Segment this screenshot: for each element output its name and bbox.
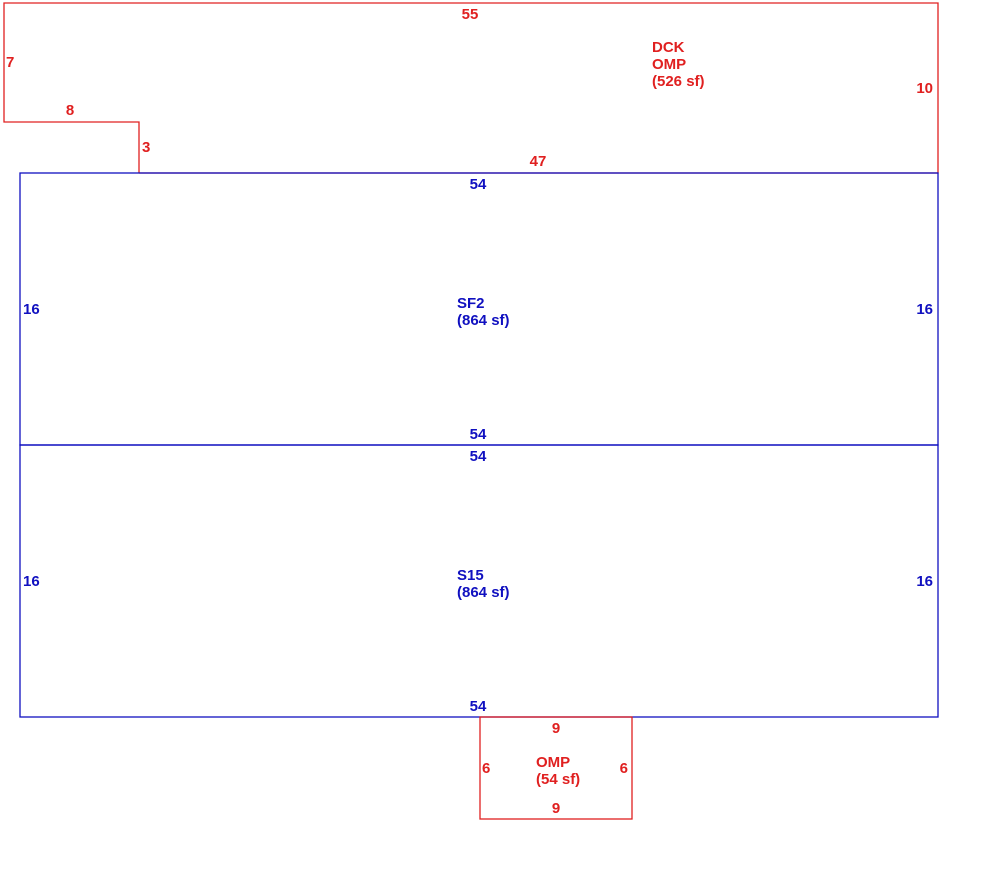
deck-dim-top: 55 bbox=[462, 6, 479, 23]
sf2-label-area: (864 sf) bbox=[457, 312, 510, 329]
omp-dim-left: 6 bbox=[482, 760, 490, 777]
deck-label-subcode: OMP bbox=[652, 56, 686, 73]
deck-dim-step-v: 3 bbox=[142, 139, 150, 156]
s15-label-code: S15 bbox=[457, 567, 484, 584]
omp-dim-right: 6 bbox=[620, 760, 628, 777]
deck-dim-right: 10 bbox=[916, 80, 933, 97]
sf2-label-code: SF2 bbox=[457, 295, 485, 312]
deck-dim-step-h: 8 bbox=[66, 102, 74, 119]
s15-label-area: (864 sf) bbox=[457, 584, 510, 601]
omp-dim-bottom: 9 bbox=[552, 800, 560, 817]
omp-label-area: (54 sf) bbox=[536, 771, 580, 788]
omp-area: 9 6 6 9 OMP (54 sf) bbox=[479, 716, 633, 820]
sf2-dim-top: 54 bbox=[470, 176, 487, 193]
omp-label-code: OMP bbox=[536, 754, 570, 771]
deck-label-area: (526 sf) bbox=[652, 73, 705, 90]
s15-dim-right: 16 bbox=[916, 573, 933, 590]
s15-outline bbox=[19, 444, 939, 718]
omp-outline bbox=[479, 716, 633, 820]
sf2-dim-bottom: 54 bbox=[470, 426, 487, 443]
omp-dim-top: 9 bbox=[552, 720, 560, 737]
sf2-dim-right: 16 bbox=[916, 301, 933, 318]
s15-dim-top: 54 bbox=[470, 448, 487, 465]
sf2-dim-left: 16 bbox=[23, 301, 40, 318]
deck-label-code: DCK bbox=[652, 39, 685, 56]
s15-dim-left: 16 bbox=[23, 573, 40, 590]
s15-area: 54 16 16 54 S15 (864 sf) bbox=[19, 444, 939, 718]
deck-dim-left: 7 bbox=[6, 54, 14, 71]
sf2-area: 54 16 16 54 SF2 (864 sf) bbox=[19, 172, 939, 446]
s15-dim-bottom: 54 bbox=[470, 698, 487, 715]
deck-dim-bottom: 47 bbox=[530, 153, 547, 170]
deck-area: 55 7 8 3 47 10 DCK OMP (526 sf) bbox=[3, 2, 939, 174]
